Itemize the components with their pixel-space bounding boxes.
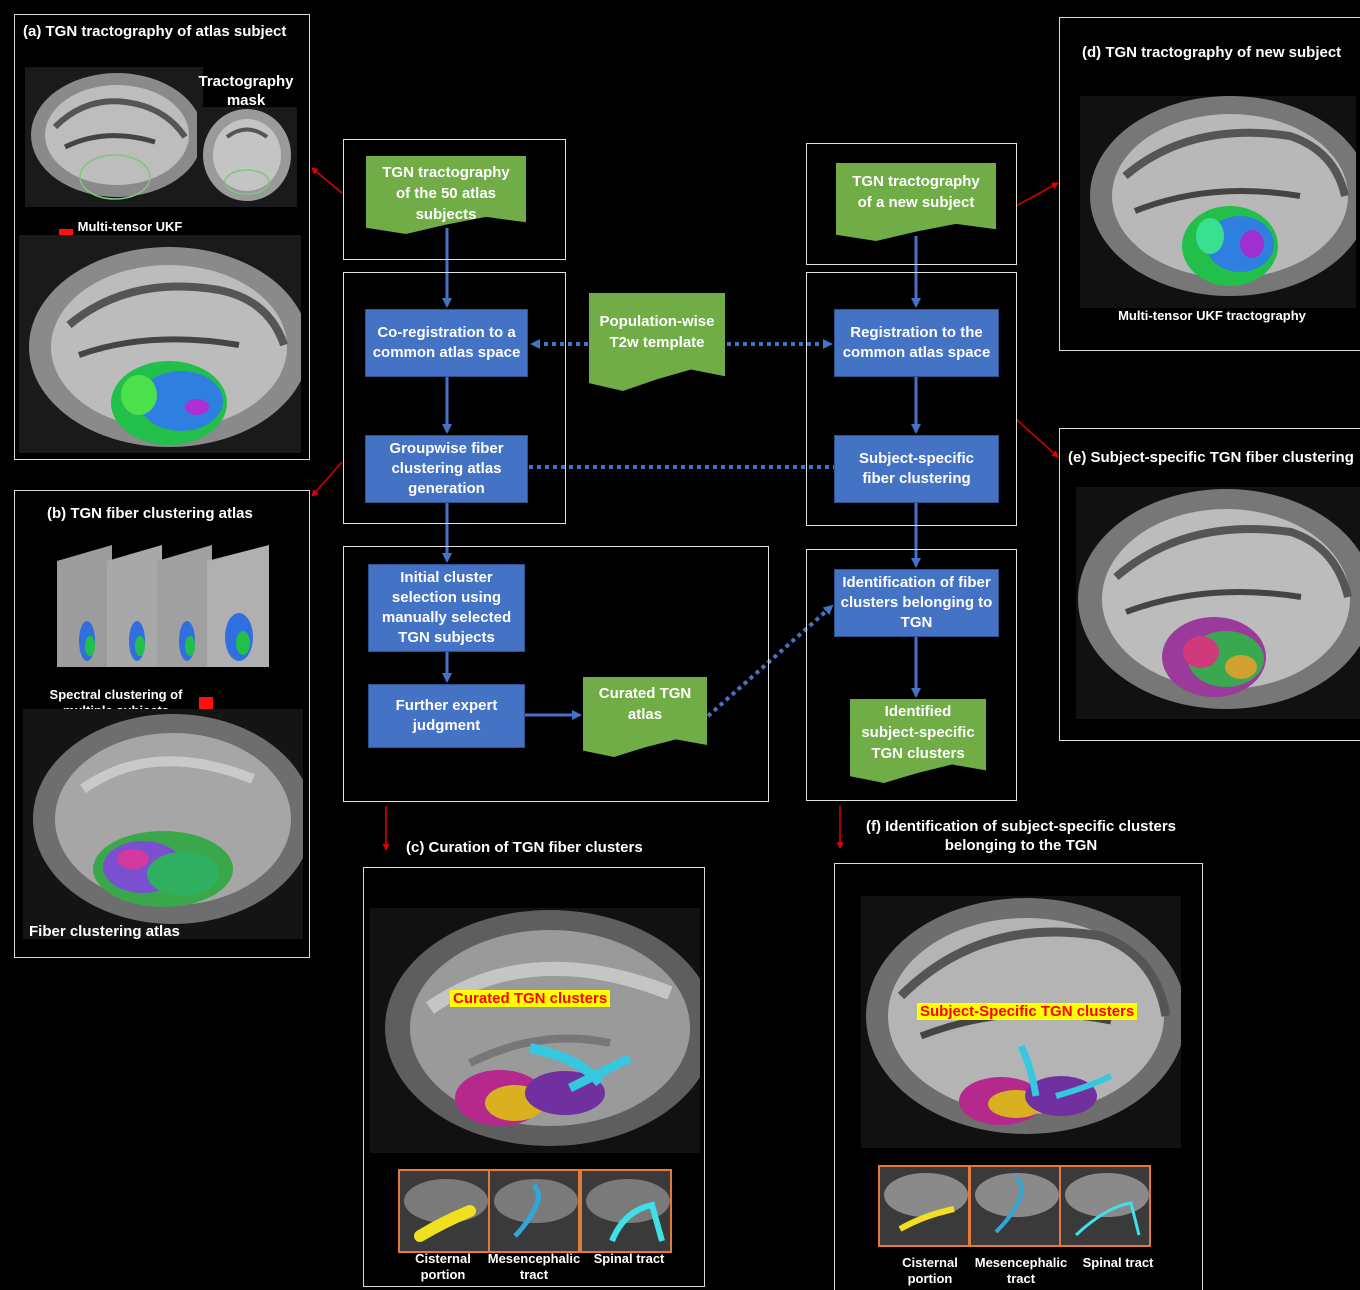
panel-f-title: (f) Identification of subject-specific c…: [865, 818, 1177, 854]
panel-e-title: (e) Subject-specific TGN fiber clusterin…: [1068, 449, 1354, 466]
mri-sagittal-image: [25, 67, 203, 207]
doc-identified-clusters: Identified subject-specific TGN clusters: [850, 699, 986, 783]
tractography-mask-label: Tractography mask: [198, 73, 294, 109]
thumb-label-cisternal: Cisternal portion: [415, 1251, 471, 1283]
panel-c: Curated TGN clusters Cisternal portion M…: [363, 867, 705, 1287]
thumb-cisternal: [398, 1169, 490, 1253]
thumb-label-mesencephalic: Mesencephalic tract: [487, 1251, 581, 1283]
pointer-to-panel-e: [1015, 418, 1059, 458]
panel-a: (a) TGN tractography of atlas subject Tr…: [14, 14, 310, 460]
process-initial-cluster-selection: Initial cluster selection using manually…: [368, 564, 525, 652]
thumb-spinal: [1059, 1165, 1151, 1247]
frame-right-identification: [806, 549, 1017, 801]
panel-c-title: (c) Curation of TGN fiber clusters: [406, 839, 643, 856]
frame-left-input: [343, 139, 566, 260]
process-label: Groupwise fiber clustering atlas generat…: [389, 439, 504, 498]
process-label: Registration to the common atlas space: [842, 323, 991, 361]
process-label: Subject-specific fiber clustering: [858, 449, 975, 487]
thumb-label-mesencephalic: Mesencephalic tract: [974, 1255, 1068, 1287]
mri-new-subject-image: [1080, 96, 1356, 308]
doc-label: Population-wise T2w template: [599, 313, 715, 351]
mri-coronal-image: [197, 107, 297, 207]
doc-label: TGN tractography of the 50 atlas subject…: [382, 164, 510, 223]
thumb-mesencephalic: [969, 1165, 1061, 1247]
mri-tractography-image: [19, 235, 301, 453]
thumb-cisternal: [878, 1165, 970, 1247]
doc-label: TGN tractography of a new subject: [852, 173, 980, 211]
pointer-to-panel-b: [311, 461, 343, 497]
pointer-to-panel-a: [311, 167, 343, 194]
panel-d-title: (d) TGN tractography of new subject: [1082, 44, 1342, 61]
dotted-curated-to-identification: [706, 604, 834, 718]
panel-a-title: (a) TGN tractography of atlas subject: [23, 23, 287, 40]
doc-label: Curated TGN atlas: [598, 685, 692, 723]
panel-f: Subject-Specific TGN clusters Cisternal …: [834, 863, 1203, 1290]
process-label: Co-registration to a common atlas space: [372, 323, 521, 361]
panel-b-title: (b) TGN fiber clustering atlas: [47, 505, 253, 522]
process-expert-judgment: Further expert judgment: [368, 684, 525, 748]
mri-clustering-image: [1076, 487, 1360, 719]
mri-atlas-image: [23, 709, 303, 939]
thumb-label-spinal: Spinal tract: [593, 1251, 665, 1266]
mri-curated-image: [370, 908, 700, 1153]
process-registration: Registration to the common atlas space: [834, 309, 999, 377]
process-subject-clustering: Subject-specific fiber clustering: [834, 435, 999, 503]
curated-clusters-highlight: Curated TGN clusters: [450, 990, 611, 1007]
mri-identified-image: [861, 896, 1181, 1148]
subject-clusters-highlight: Subject-Specific TGN clusters: [917, 1003, 1138, 1020]
fiber-atlas-label: Fiber clustering atlas: [29, 923, 180, 940]
panel-d: (d) TGN tractography of new subject Mult…: [1059, 17, 1360, 351]
process-groupwise-clustering: Groupwise fiber clustering atlas generat…: [365, 435, 528, 503]
panel-b: (b) TGN fiber clustering atlas Spectral …: [14, 490, 310, 958]
frame-left-curation: [343, 546, 769, 802]
thumb-spinal: [580, 1169, 672, 1253]
mri-stack-image: [57, 541, 272, 671]
thumb-label-cisternal: Cisternal portion: [902, 1255, 958, 1287]
panel-e: (e) Subject-specific TGN fiber clusterin…: [1059, 428, 1360, 741]
doc-label: Identified subject-specific TGN clusters: [861, 703, 975, 762]
process-co-registration: Co-registration to a common atlas space: [365, 309, 528, 377]
frame-left-processing: [343, 272, 566, 524]
process-identification: Identification of fiber clusters belongi…: [834, 569, 999, 637]
frame-right-input: [806, 143, 1017, 265]
process-label: Identification of fiber clusters belongi…: [840, 573, 993, 632]
ukf-method-label-d: Multi-tensor UKF tractography: [1118, 308, 1306, 323]
process-label: Further expert judgment: [395, 696, 498, 734]
pointer-to-panel-d: [1015, 182, 1059, 207]
thumb-label-spinal: Spinal tract: [1082, 1255, 1154, 1270]
frame-right-processing: [806, 272, 1017, 526]
thumb-mesencephalic: [488, 1169, 580, 1253]
process-label: Initial cluster selection using manually…: [381, 568, 512, 647]
